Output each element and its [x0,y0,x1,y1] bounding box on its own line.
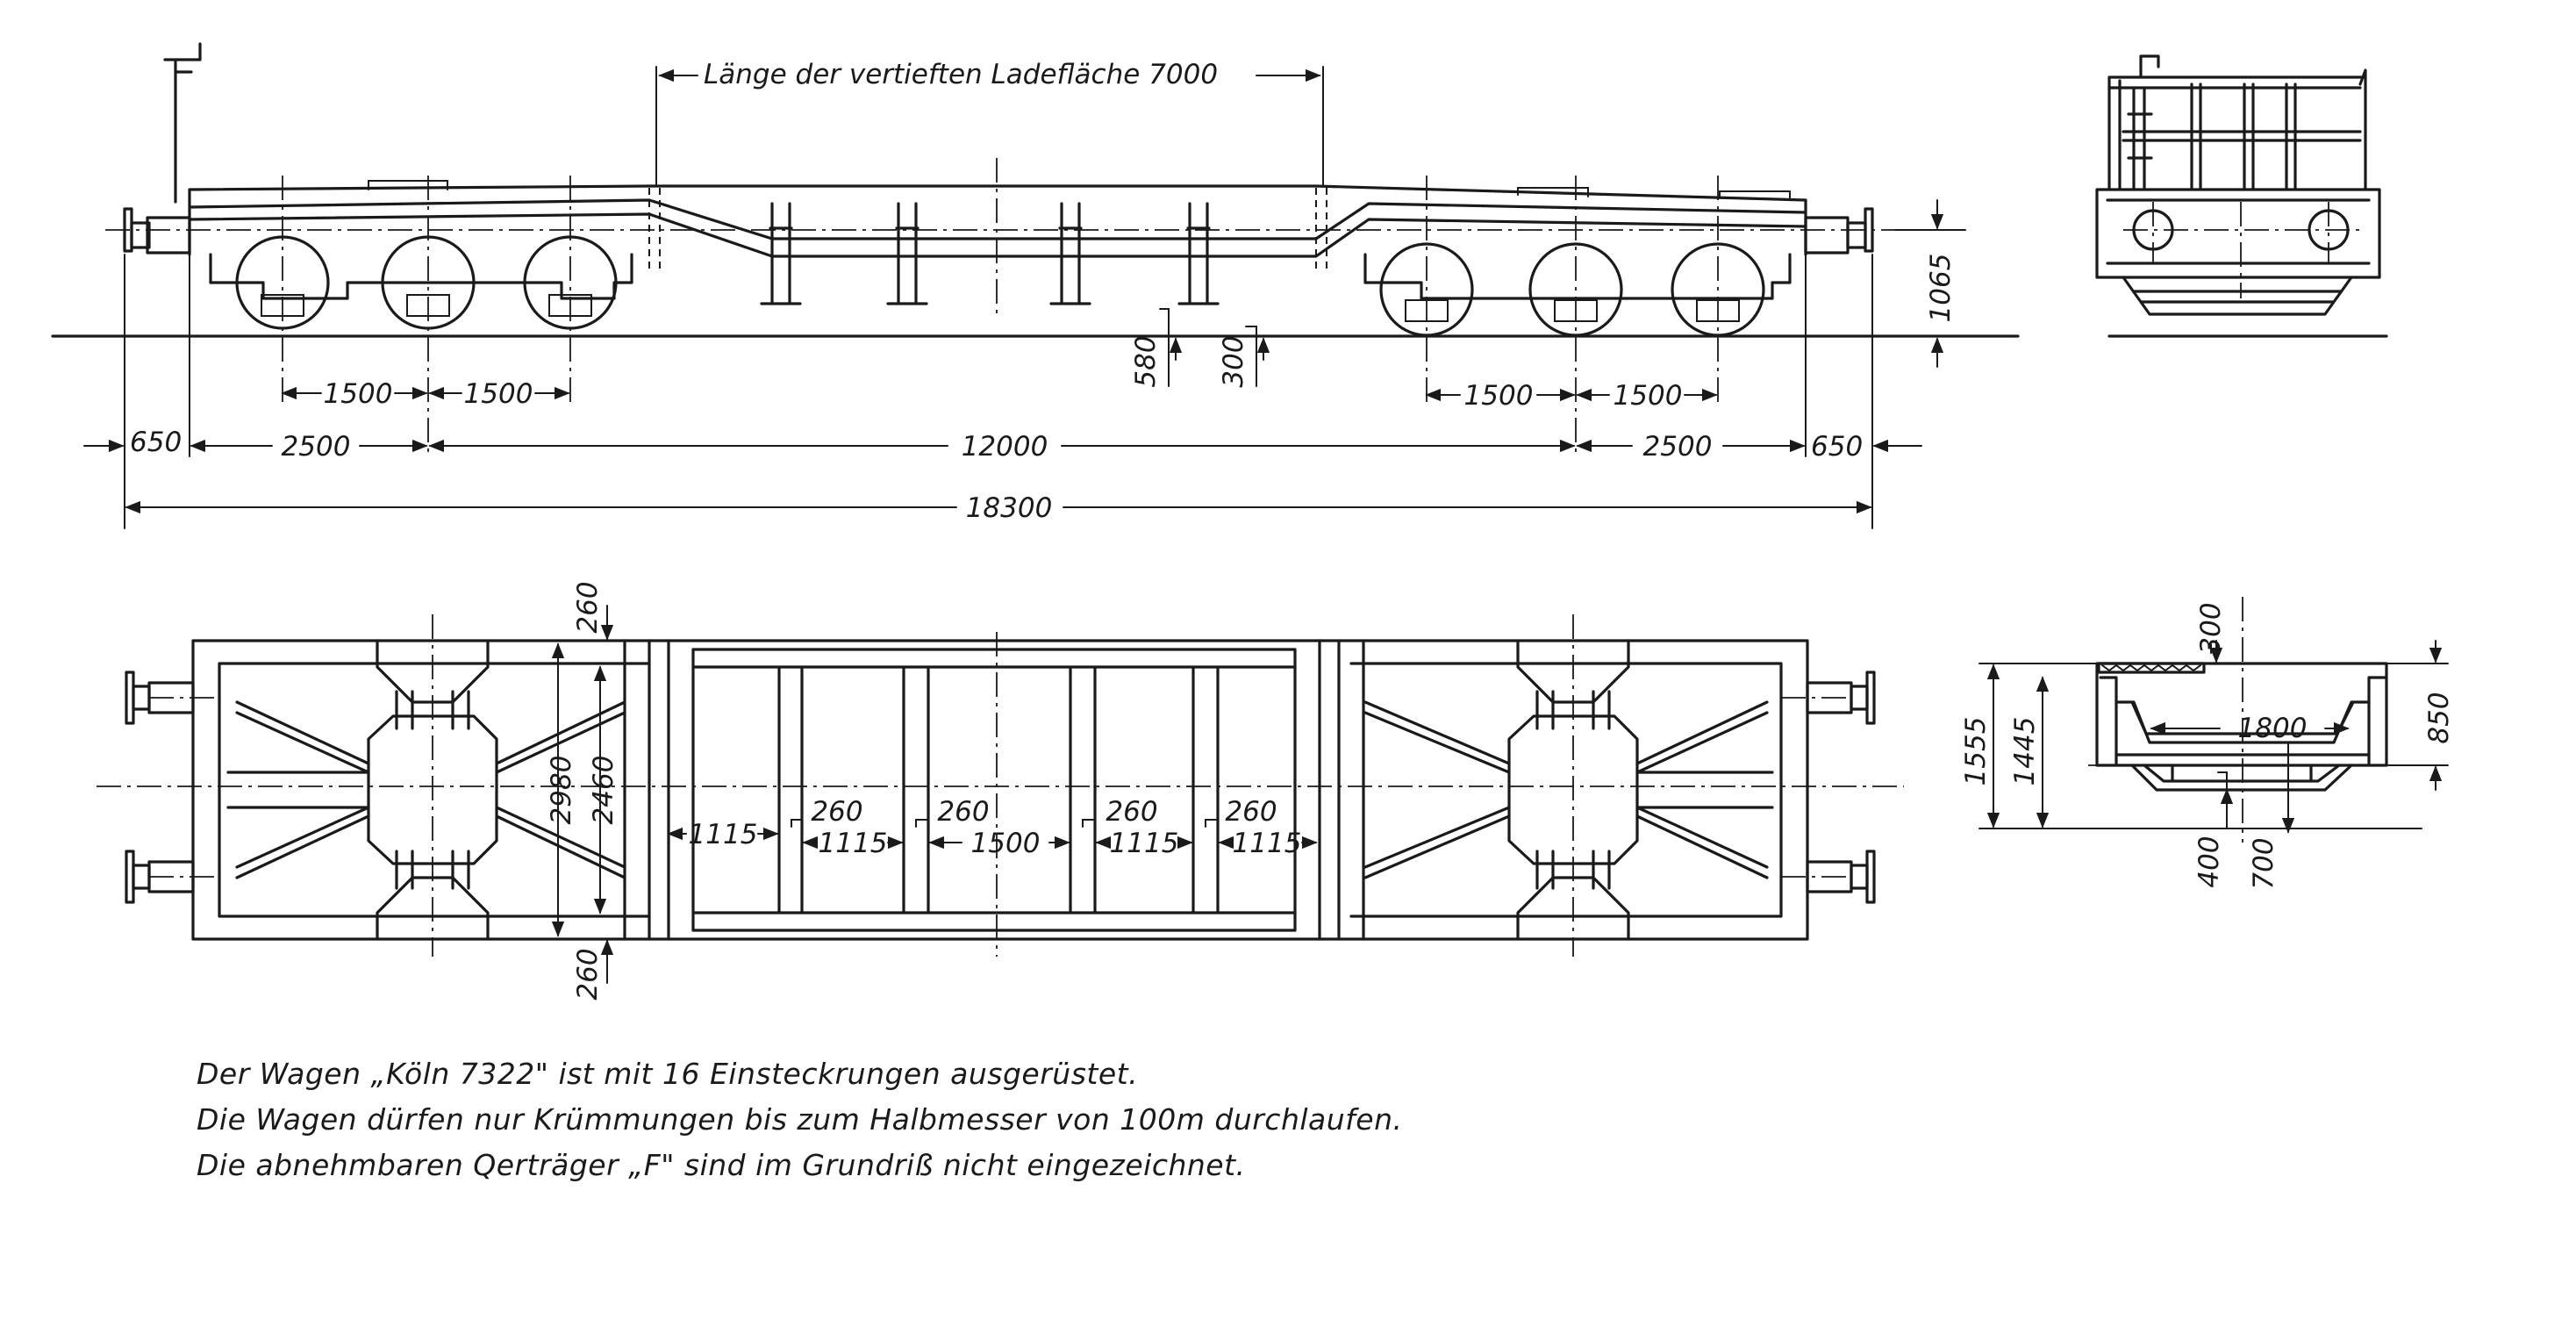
deck-spacing-1115: 1115 [689,819,758,850]
end-body [2095,188,2381,279]
axle-spacing-1500: 1500 [324,378,393,410]
buffer-right [1804,207,1874,255]
deck-spacing-1115: 1115 [1110,828,1179,859]
end-ladder [2127,54,2160,191]
section-1445: 1445 [2009,717,2041,786]
drawing-notes: Der Wagen „Köln 7322" ist mit 16 Einstec… [197,1051,1403,1188]
beam-width-260: 260 [937,796,989,828]
plan-buffers-left [125,671,195,904]
deck-spacing-1115: 1115 [819,828,888,859]
bogie-right [1363,242,1792,337]
height-300: 300 [1218,335,1249,387]
deck-spacing-dims: 1115 260 1115 260 1500 260 1115 260 1115 [667,796,1318,859]
width-2460: 2460 [588,756,619,825]
section-outline [2099,676,2386,792]
beam-width-260: 260 [1106,796,1157,828]
note-line: Die abnehmbaren Qerträger „F" sind im Gr… [197,1148,1246,1182]
crossbeams-side [760,202,1220,305]
buffer-left [123,207,191,255]
bogie-left [209,235,633,330]
section-400: 400 [2193,836,2225,887]
plan-view: 2980 2460 260 260 1115 260 1115 260 1500… [97,581,1904,1001]
top-260: 260 [572,581,604,633]
note-line: Der Wagen „Köln 7322" ist mit 16 Einstec… [197,1057,1139,1091]
axle-spacing-1500: 1500 [1614,380,1683,412]
bogie-distance: 12000 [962,431,1048,463]
axle-spacing-1500: 1500 [1464,380,1534,412]
plan-crossbeams [777,665,1220,915]
height-1065: 1065 [1925,254,1957,323]
height-580: 580 [1130,335,1162,387]
section-300: 300 [2195,602,2227,654]
overhang-right: 650 [1811,431,1863,463]
plan-buffers-right [1806,671,1876,904]
total-length: 18300 [966,492,1053,524]
end-underframe [2122,276,2353,316]
side-view: Länge der vertieften Ladefläche 7000 106… [51,42,2020,529]
beam-width-260: 260 [1225,796,1277,828]
recess-length-label: Länge der vertieften Ladefläche 7000 [704,59,1218,90]
bogie-overhang-right: 2500 [1643,431,1713,463]
handbrake-post [163,42,202,204]
plan-deck-frame [623,639,1365,941]
note-line: Die Wagen dürfen nur Krümmungen bis zum … [197,1102,1403,1137]
side-frame [188,184,1807,258]
overhang-left: 650 [130,427,182,458]
section-deck-planks [2097,662,2206,674]
cross-section: 300 1800 850 1555 1445 400 700 [1960,597,2455,890]
beam-width-260: 260 [811,796,862,828]
bottom-260: 260 [572,948,604,1000]
axle-spacing-1500: 1500 [464,378,533,410]
section-700: 700 [2248,837,2279,889]
deck-spacing-1500: 1500 [971,828,1041,859]
width-2980: 2980 [546,756,577,825]
deck-spacing-1115: 1115 [1233,828,1302,859]
section-850: 850 [2423,692,2455,743]
end-railing [2107,68,2367,191]
bogie-overhang-left: 2500 [282,431,351,463]
end-view [2095,54,2388,338]
plan-frame [191,639,1809,941]
plan-bogie-right [1363,639,1774,941]
section-1555: 1555 [1960,717,1992,786]
section-1800: 1800 [2238,713,2308,744]
